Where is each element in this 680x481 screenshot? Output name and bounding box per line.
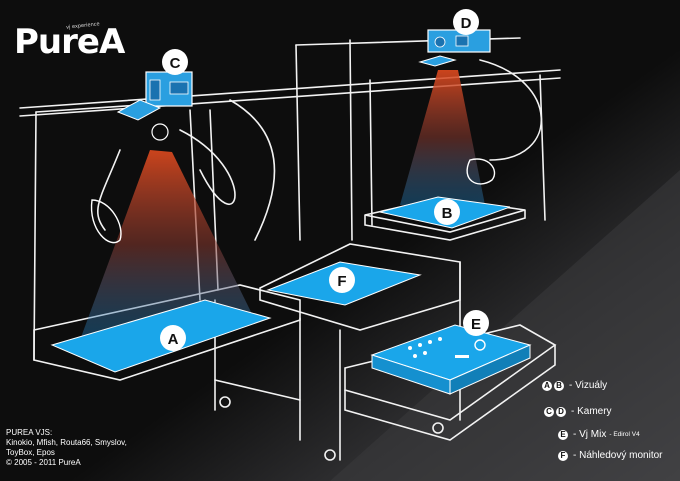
credits: PUREA VJS: Kinokio, Mfish, Routa66, Smys…	[6, 428, 127, 468]
legend-row-visuals: A B - Vizuály	[542, 380, 607, 391]
marker-d: D	[453, 9, 479, 35]
legend-note-mixer: - Edirol V4	[609, 431, 640, 438]
marker-b-label: B	[442, 205, 453, 222]
legend-badge-f: F	[558, 450, 568, 461]
marker-e-label: E	[471, 316, 481, 333]
credits-line-4: © 2005 - 2011 PureA	[6, 458, 81, 467]
legend-text-cameras: - Kamery	[571, 406, 612, 417]
hanging-lamps	[90, 158, 496, 244]
legend-badge-e: E	[558, 429, 568, 440]
marker-a-label: A	[168, 331, 179, 348]
legend-row-monitor: F - Náhledový monitor	[558, 450, 662, 461]
legend-badge-c: C	[544, 406, 554, 417]
marker-f-label: F	[337, 273, 346, 290]
legend-row-mixer: E - Vj Mix - Edirol V4	[558, 429, 640, 440]
legend-text-monitor: - Náhledový monitor	[573, 450, 663, 461]
marker-c-label: C	[170, 55, 181, 72]
legend-row-cameras: C D - Kamery	[544, 406, 612, 417]
marker-e: E	[463, 310, 489, 336]
legend-badge-b: B	[554, 380, 564, 391]
credits-line-3: ToyBox, Epos	[6, 448, 55, 457]
marker-b: B	[434, 199, 460, 225]
vj-mixer	[370, 324, 532, 395]
credits-line-2: Kinokio, Mfish, Routa66, Smyslov,	[6, 438, 127, 447]
beam-b	[400, 70, 485, 205]
beam-a	[80, 150, 255, 340]
legend-text-mixer: - Vj Mix	[573, 429, 607, 440]
marker-a: A	[160, 325, 186, 351]
legend-badge-d: D	[556, 406, 566, 417]
legend-text-visuals: - Vizuály	[569, 380, 608, 391]
brand-logo: PureA	[14, 22, 125, 62]
background-diagonal	[330, 170, 680, 481]
legend-badge-a: A	[542, 380, 552, 391]
credits-line-1: PUREA VJS:	[6, 428, 53, 437]
marker-d-label: D	[461, 15, 472, 32]
camera-d	[418, 29, 491, 67]
marker-c: C	[162, 49, 188, 75]
marker-f: F	[329, 267, 355, 293]
